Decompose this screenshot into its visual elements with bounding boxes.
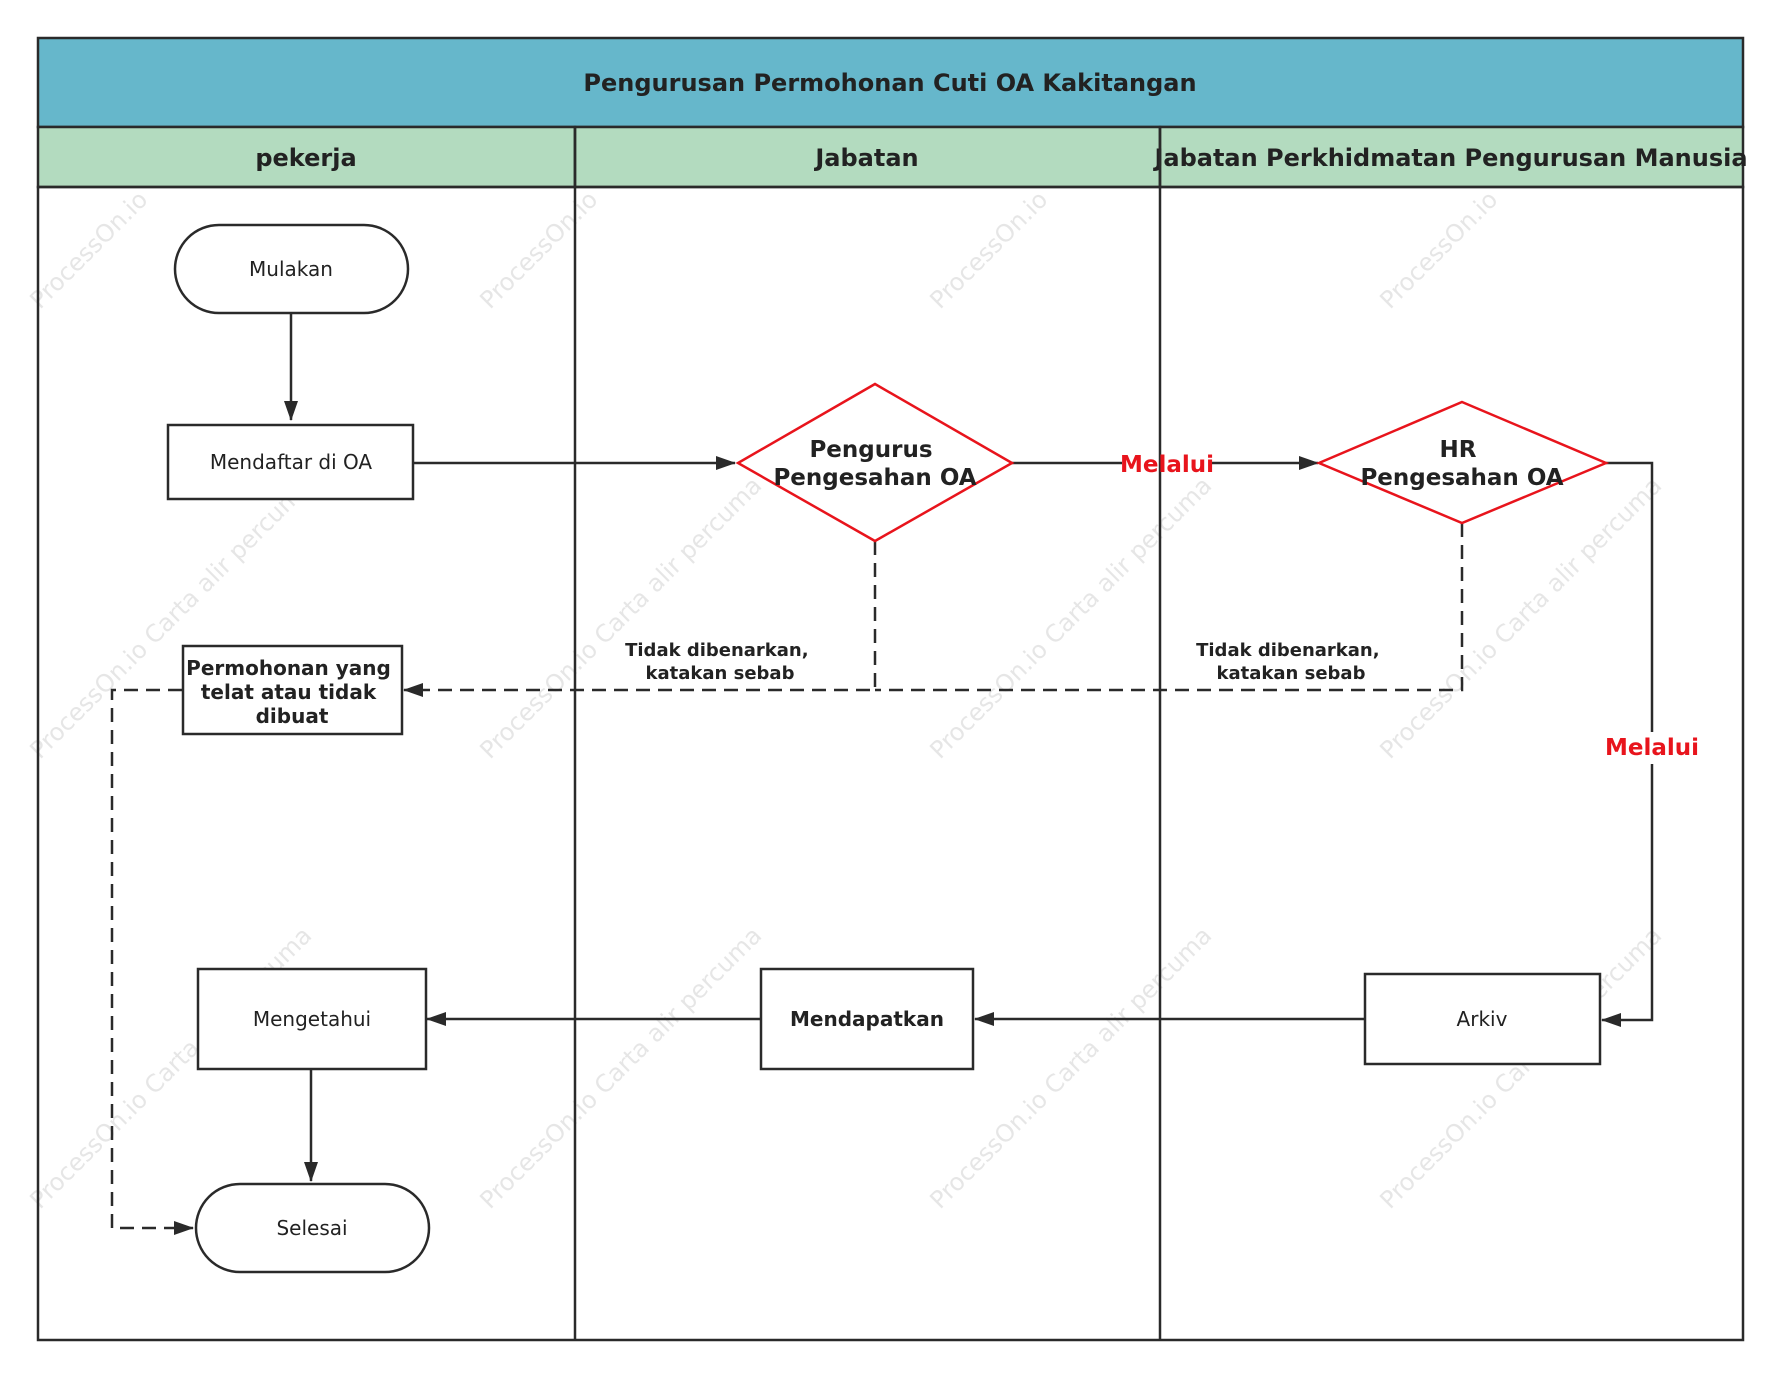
node-permohonan (181, 644, 404, 736)
lane-label-pekerja: pekerja (255, 144, 356, 172)
lane-header-jabatan (573, 125, 1162, 189)
edge-label-tidak-line: katakan sebab (1217, 663, 1366, 684)
node-permohonan-line: dibuat (256, 704, 329, 728)
decision-hr (1315, 400, 1610, 525)
node-mendaftar-label: Mendaftar di OA (210, 450, 373, 474)
node-permohonan-line: Permohonan yang (186, 656, 391, 680)
node-mengetahui-label: Mengetahui (253, 1007, 371, 1031)
title-bar (36, 36, 1745, 129)
watermark: ProcessOn.io (1374, 185, 1503, 314)
node-mendaftar (166, 423, 415, 501)
decision-pengurus (735, 382, 1015, 543)
node-arkiv-label: Arkiv (1457, 1007, 1508, 1031)
dashed-connectors (110, 523, 1464, 1235)
node-mendapatkan-label: Mendapatkan (790, 1007, 944, 1031)
diagram-title: Pengurusan Permohonan Cuti OA Kakitangan (583, 69, 1196, 97)
decision-pengurus-line: Pengurus (809, 437, 932, 463)
edge-label-melalui: Melalui (1605, 735, 1699, 761)
edge-hr-arkiv (1602, 461, 1654, 1020)
decision-hr-line: Pengesahan OA (1360, 465, 1563, 491)
node-arkiv (1363, 972, 1602, 1066)
watermark: ProcessOn.io Carta alir percuma (1374, 921, 1667, 1214)
watermark: ProcessOn.io (474, 185, 603, 314)
watermark: ProcessOn.io Carta alir percuma (474, 921, 767, 1214)
node-selesai-label: Selesai (276, 1216, 347, 1240)
edge-hr-reject (875, 523, 1464, 692)
watermark: ProcessOn.io Carta alir percuma (924, 471, 1217, 764)
watermark: ProcessOn.io (924, 185, 1053, 314)
edge-label-melalui: Melalui (1120, 452, 1214, 478)
decision-pengurus-line: Pengesahan OA (773, 465, 976, 491)
edge-pengurus-reject (403, 541, 877, 697)
node-mendapatkan (759, 967, 975, 1071)
node-mulakan-label: Mulakan (249, 257, 333, 281)
node-selesai (194, 1182, 431, 1274)
lane-body-frame (36, 185, 1745, 1342)
edge-label-tidak-line: Tidak dibenarkan, (625, 640, 808, 661)
edge-label-tidak-line: Tidak dibenarkan, (1196, 640, 1379, 661)
connectors (284, 314, 1654, 1182)
decision-hr-label: HR Pengesahan OA (1360, 437, 1563, 491)
decision-hr-line: HR (1440, 437, 1477, 463)
edge-label-tidak-line: katakan sebab (646, 663, 795, 684)
node-permohonan-line: telat atau tidak (201, 680, 377, 704)
decision-pengurus-label: Pengurus Pengesahan OA (773, 437, 976, 491)
node-mengetahui (196, 967, 428, 1071)
edge-label-tidak: Tidak dibenarkan, katakan sebab (1196, 640, 1386, 684)
edge-permohonan-selesai (110, 688, 194, 1235)
watermark: ProcessOn.io (24, 185, 153, 314)
lane-label-jabatan: Jabatan (813, 144, 918, 172)
watermark: ProcessOn.io Carta alir percuma (1374, 471, 1667, 764)
edge-label-tidak: Tidak dibenarkan, katakan sebab (625, 640, 815, 684)
watermark: ProcessOn.io Carta alir percuma (474, 471, 767, 764)
lane-label-hr: Jabatan Perkhidmatan Pengurusan Manusia (1152, 144, 1747, 172)
node-permohonan-label: Permohonan yang telat atau tidak dibuat (186, 656, 398, 728)
node-mulakan (173, 223, 410, 315)
